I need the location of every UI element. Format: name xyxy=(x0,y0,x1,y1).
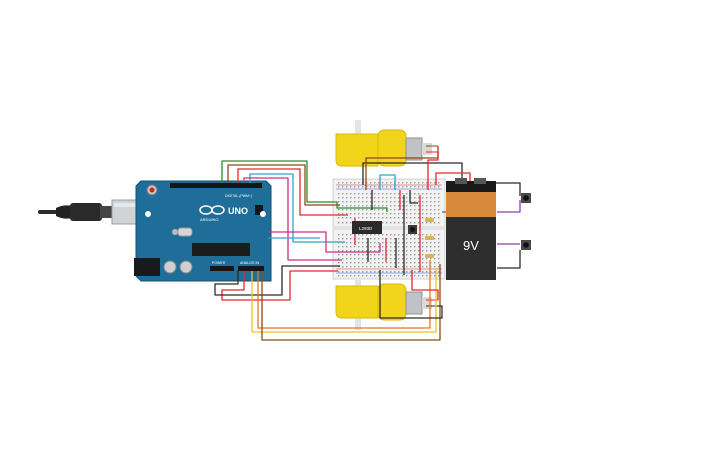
pushbutton-bottom[interactable] xyxy=(521,240,531,250)
power-label: POWER xyxy=(212,261,226,265)
ic-label: L293D xyxy=(359,226,373,231)
arduino-brand-text: ARDUINO xyxy=(200,217,218,222)
9v-battery[interactable]: 9V xyxy=(446,178,496,280)
dc-motor-top[interactable] xyxy=(335,120,438,167)
resistors[interactable] xyxy=(425,218,434,258)
wire-magenta-upper[interactable] xyxy=(243,177,342,261)
arduino-infinity-logo xyxy=(199,205,225,215)
wire-brown-long[interactable] xyxy=(261,264,441,341)
wire-red-upper[interactable] xyxy=(237,168,348,216)
dc-motor-bottom[interactable] xyxy=(335,280,438,330)
analog-header xyxy=(238,266,264,271)
breadboard-pushbutton[interactable] xyxy=(408,225,417,234)
wire-cyan[interactable] xyxy=(249,173,345,243)
battery-label: 9V xyxy=(463,238,479,253)
breadboard-holes xyxy=(338,182,440,277)
power-jack xyxy=(134,258,160,276)
wire-red-battery[interactable] xyxy=(435,172,471,185)
wire-green[interactable] xyxy=(221,160,388,212)
wire-black-switch-bottom[interactable] xyxy=(497,250,521,269)
power-header xyxy=(210,266,234,271)
wire-orange[interactable] xyxy=(257,260,431,329)
wire-black-lower[interactable] xyxy=(214,265,340,296)
digital-label: DIGITAL (PWM~) xyxy=(225,194,252,198)
microcontroller-chip xyxy=(192,243,250,256)
analog-label: ANALOG IN xyxy=(240,261,260,265)
wire-purple-switch-top[interactable] xyxy=(497,200,521,213)
digital-header xyxy=(170,183,262,188)
wire-black-switch[interactable] xyxy=(490,182,521,196)
wire-brown[interactable] xyxy=(227,164,340,206)
wires xyxy=(214,146,521,341)
pushbutton-top[interactable] xyxy=(521,193,531,203)
arduino-model-text: UNO xyxy=(228,206,248,216)
wire-yellow[interactable] xyxy=(251,268,437,333)
wire-magenta-lower[interactable] xyxy=(268,231,381,253)
l293d-motor-driver-ic[interactable]: L293D xyxy=(352,221,382,234)
arduino-uno-board[interactable]: ARDUINO UNO DIGITAL (PWM~) POWER ANALOG … xyxy=(134,180,272,282)
breadboard[interactable] xyxy=(332,178,446,280)
wire-red-lower[interactable] xyxy=(221,270,338,301)
